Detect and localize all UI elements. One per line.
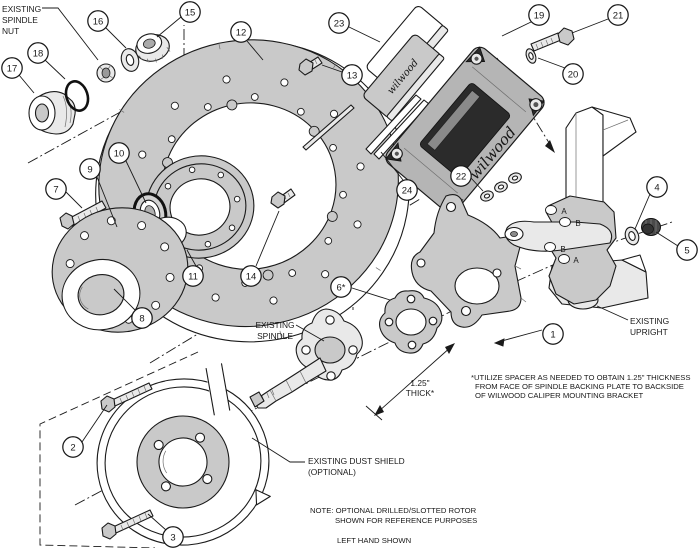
svg-text:20: 20 [568, 69, 579, 80]
spacer-note-2: FROM FACE OF SPINDLE BACKING PLATE TO BA… [475, 382, 684, 391]
label-dust-shield-1: EXISTING DUST SHIELD [308, 456, 405, 466]
callout-20: 20 [562, 63, 584, 85]
callout-2: 2 [62, 436, 84, 458]
callout-22: 22 [450, 165, 472, 187]
rotor-bolt-upper [298, 56, 323, 76]
label-existing-spindle-nut-3: NUT [2, 26, 19, 36]
o-ring [64, 80, 90, 112]
callout-1: 1 [542, 323, 564, 345]
brake-pads: wilwood [363, 5, 449, 121]
svg-text:24: 24 [402, 185, 413, 196]
callout-15: 15 [179, 1, 201, 23]
svg-text:21: 21 [613, 10, 624, 21]
bridge-plates [302, 94, 430, 160]
callout-18: 18 [27, 42, 49, 64]
shield-bolt-upper [100, 382, 153, 413]
wheel-stud [59, 200, 107, 230]
dust-shield-plane [39, 351, 199, 548]
svg-text:1: 1 [550, 329, 555, 340]
label-existing-spindle-nut-1: EXISTING [2, 4, 41, 14]
label-existing-spindle-nut-2: SPINDLE [2, 15, 38, 25]
svg-text:5: 5 [684, 245, 689, 256]
svg-text:17: 17 [7, 63, 18, 74]
label-thickness-1: 1.25" [410, 378, 429, 388]
callout-5: 5 [676, 239, 698, 261]
dust-cap [28, 91, 76, 135]
svg-text:18: 18 [33, 48, 44, 59]
upright-nut [641, 218, 661, 236]
spindle [249, 308, 363, 409]
caliper-mounting-bracket [410, 193, 527, 328]
callout-21: 21 [607, 4, 629, 26]
spindle-washer-small [120, 48, 140, 72]
callout-leaders [18, 16, 679, 531]
outer-bearing [135, 33, 171, 63]
label-existing-upright-2: UPRIGHT [630, 327, 668, 337]
svg-text:13: 13 [347, 70, 358, 81]
upright-marker-b1: B [575, 219, 580, 228]
callout-11: 11 [182, 265, 204, 287]
thickness-dimension [365, 343, 455, 421]
callout-3: 3 [162, 526, 184, 548]
svg-text:22: 22 [456, 171, 467, 182]
callout-9: 9 [79, 158, 101, 180]
svg-text:23: 23 [334, 18, 345, 29]
label-existing-spindle-1: EXISTING [255, 320, 294, 330]
rotor-bolt-lower [270, 188, 296, 209]
callout-10: 10 [108, 142, 130, 164]
upright-marker-a2: A [573, 256, 579, 265]
caliper-bolt [530, 27, 575, 52]
rotor-mount-tabs [162, 99, 338, 281]
svg-text:9: 9 [87, 164, 92, 175]
svg-text:14: 14 [246, 271, 257, 282]
spacer-plate [379, 290, 443, 354]
nut-retainer [96, 63, 116, 83]
svg-text:7: 7 [53, 184, 58, 195]
callout-13: 13 [341, 64, 363, 86]
callout-4: 4 [646, 176, 668, 198]
callout-19: 19 [528, 4, 550, 26]
svg-text:15: 15 [185, 7, 196, 18]
upright-marker-b2: B [560, 245, 565, 254]
spacer-note-1: *UTILIZE SPACER AS NEEDED TO OBTAIN 1.25… [471, 373, 690, 382]
shield-bolt-lower [101, 509, 154, 540]
svg-text:10: 10 [114, 148, 125, 159]
dust-shield [96, 363, 271, 546]
svg-text:3: 3 [170, 532, 175, 543]
caliper-washer [525, 48, 537, 64]
label-left-hand-shown: LEFT HAND SHOWN [337, 536, 411, 545]
rotor-note-2: SHOWN FOR REFERENCE PURPOSES [335, 516, 477, 525]
callout-23: 23 [328, 12, 350, 34]
caliper: wilwood [385, 46, 545, 214]
label-dust-shield-2: (OPTIONAL) [308, 467, 356, 477]
callout-16: 16 [87, 10, 109, 32]
svg-text:2: 2 [70, 442, 75, 453]
upright: A B B A [504, 106, 649, 310]
svg-text:8: 8 [139, 313, 144, 324]
svg-text:6*: 6* [337, 282, 346, 293]
upright-marker-a1: A [561, 207, 567, 216]
svg-text:16: 16 [93, 16, 104, 27]
spacer-note-3: OF WILWOOD CALIPER MOUNTING BRACKET [475, 391, 643, 400]
svg-text:19: 19 [534, 10, 545, 21]
svg-text:11: 11 [188, 271, 198, 282]
callout-7: 7 [45, 178, 67, 200]
hub [51, 207, 189, 333]
label-existing-upright-1: EXISTING [630, 316, 669, 326]
label-thickness-2: THICK* [406, 388, 435, 398]
callout-14: 14 [240, 265, 262, 287]
upright-washer [624, 226, 640, 246]
svg-text:4: 4 [654, 182, 659, 193]
shim-washers [480, 172, 522, 202]
callout-12: 12 [230, 21, 252, 43]
label-leaders [42, 7, 629, 463]
label-existing-spindle-2: SPINDLE [257, 331, 293, 341]
callout-8: 8 [131, 307, 153, 329]
callout-6: 6* [330, 276, 352, 298]
callout-17: 17 [1, 57, 23, 79]
callout-24: 24 [396, 179, 418, 201]
svg-text:12: 12 [236, 27, 247, 38]
rotor-note-1: NOTE: OPTIONAL DRILLED/SLOTTED ROTOR [310, 506, 477, 515]
